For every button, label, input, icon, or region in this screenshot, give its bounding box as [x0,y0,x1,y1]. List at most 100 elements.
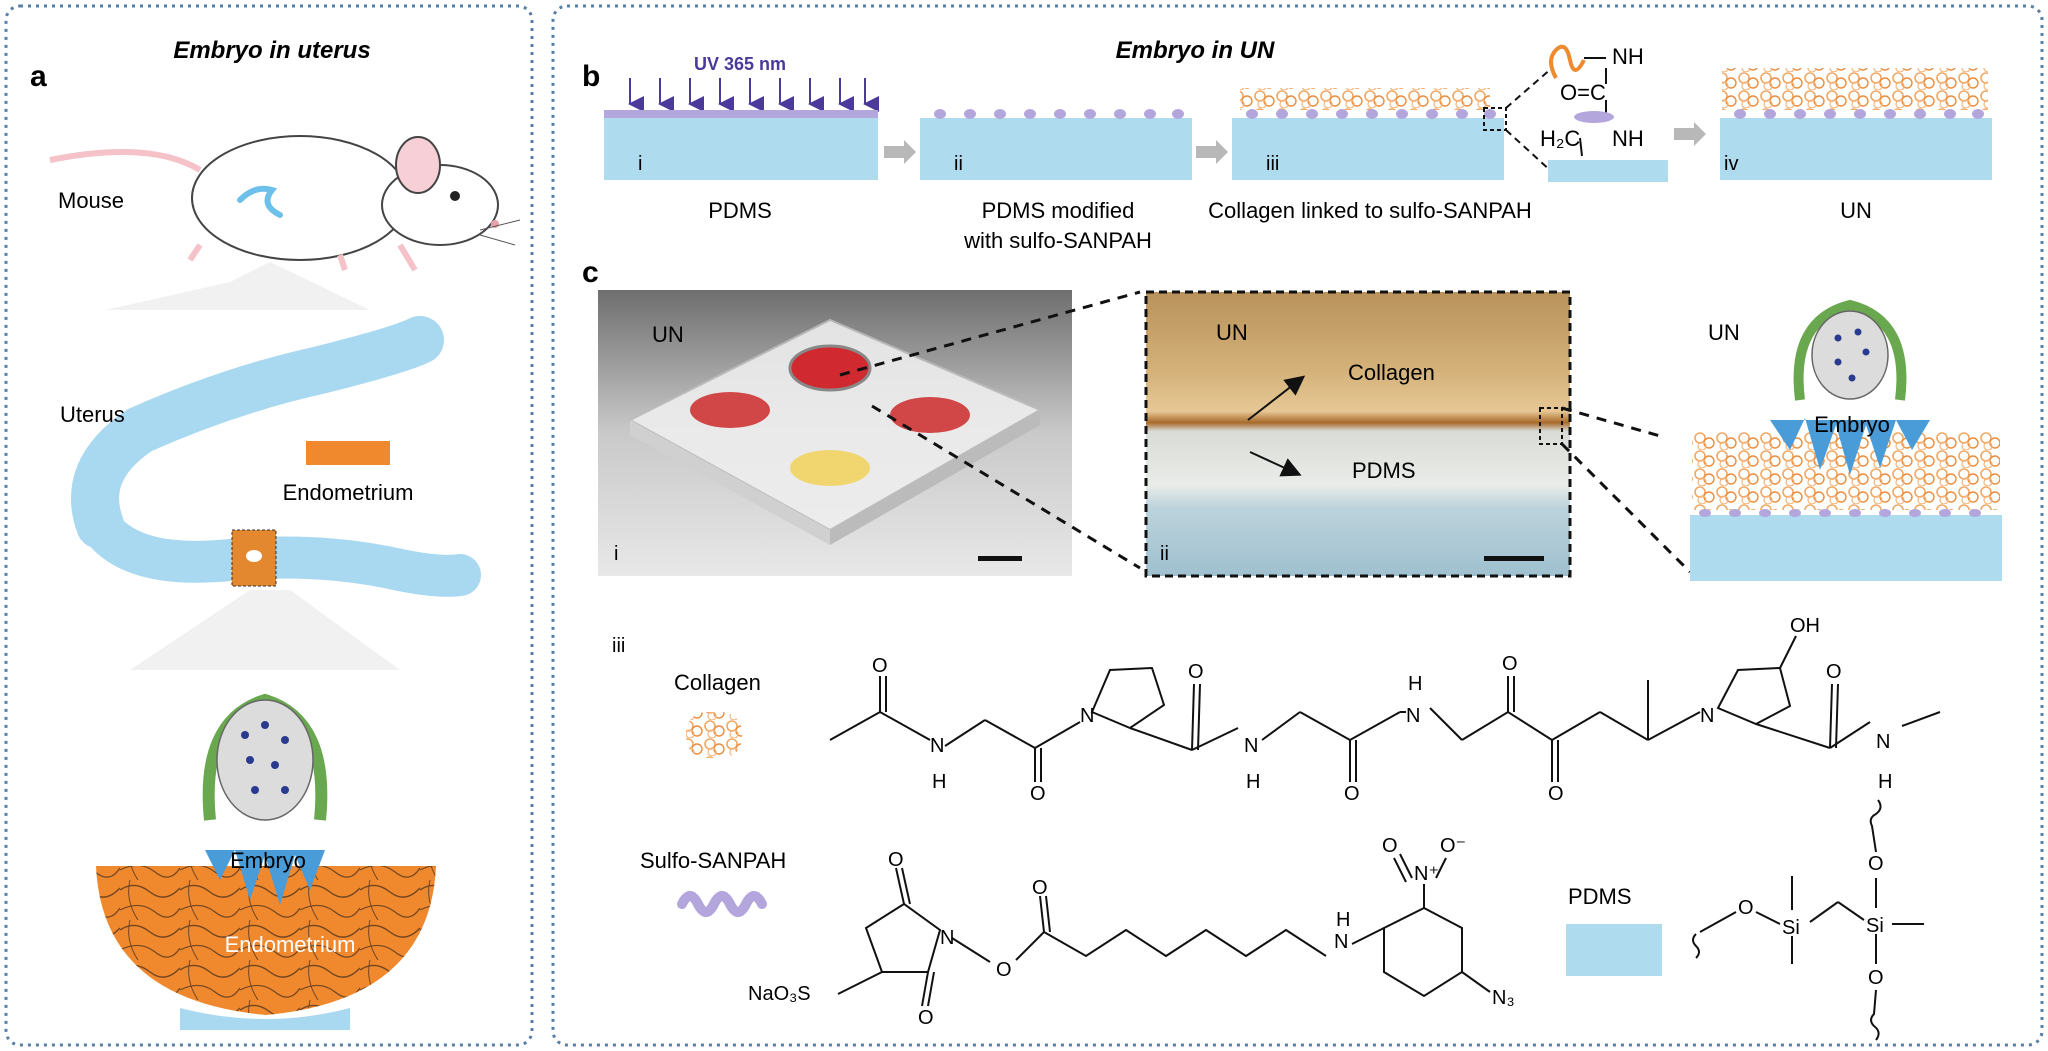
embryo-label: Embryo [230,848,306,873]
atom-o: O [1868,967,1884,989]
atom-n: N [1080,705,1094,727]
embryo-illustration [96,693,436,1030]
atom-h: H [1246,771,1260,793]
sub-iii-numeral: iii [612,635,625,657]
panel-b-letter: b [582,60,600,93]
panel-c-letter: c [582,256,599,289]
atom-o: O [918,1007,934,1029]
atom-si: Si [1782,917,1800,939]
step-iv-numeral: iv [1724,153,1738,175]
collagen-icon [686,712,742,758]
atom-h: H [932,771,946,793]
mouse-spotlight [105,262,370,310]
step-ii-numeral: ii [954,153,963,175]
pdms-atoms: O Si O Si O [1738,853,1884,989]
micro-un-label: UN [1216,320,1248,345]
endometrium-label: Endometrium [225,932,356,957]
atom-h: H [1878,771,1892,793]
uterus-illustration [71,316,481,597]
zoom-line-right-bottom [1560,442,1692,574]
panel-a-frame [4,4,534,1047]
step-ii-diagram [920,109,1192,180]
step-iii-caption: Collagen linked to sulfo-SANPAH [1208,198,1532,223]
photo-numeral: i [614,543,618,565]
zoom-line-bottom [871,404,1141,570]
chem-nh-top: NH [1612,44,1644,69]
mouse-illustration [49,135,521,272]
legend-pdms-label: PDMS [1568,884,1632,909]
atom-n: N [1876,731,1890,753]
atom-nplus: N⁺ [1414,863,1439,885]
atom-o: O [1502,653,1518,675]
atom-o: O [1826,661,1842,683]
legend-sanpah-label: Sulfo-SANPAH [640,848,786,873]
uterus-spotlight [130,590,400,670]
step-i-numeral: i [638,153,642,175]
collagen-atoms: O N H O N O N H O N H O O N OH O N H [872,615,1892,805]
schematic-embryo-on-un [1690,299,2002,581]
panel-b-title: Embryo in UN [1116,37,1275,64]
endometrium-swatch [306,441,390,465]
panel-a-letter: a [30,60,47,93]
atom-h: H [1336,909,1350,931]
micro-numeral: ii [1160,543,1169,565]
pdms-block-icon [1566,924,1662,976]
collagen-structure [829,635,1941,782]
atom-o: O [1868,853,1884,875]
atom-o: O [1344,783,1360,805]
schematic-un-label: UN [1708,320,1740,345]
atom-o: O [1188,661,1204,683]
arrow-i-ii [884,140,916,164]
atom-o: O [1738,897,1754,919]
chem-h2c: H₂C [1540,126,1580,151]
sanpah-atoms: O N O O O NaO₃S H N N⁺ O O⁻ N₃ [748,835,1515,1029]
atom-oh: OH [1790,615,1820,637]
atom-n: N [1244,735,1258,757]
zoom-line-right-top [1561,406,1661,438]
micrograph [1144,290,1572,578]
atom-naso3: NaO₃S [748,983,811,1005]
atom-o: O [996,959,1012,981]
uterus-label: Uterus [60,402,125,427]
atom-ominus: O⁻ [1440,835,1466,857]
micro-pdms-label: PDMS [1352,458,1416,483]
step-ii-caption-1: PDMS modified [982,198,1135,223]
uv-label: UV 365 nm [694,54,786,74]
atom-n: N [940,927,954,949]
step-ii-caption-2: with sulfo-SANPAH [963,228,1152,253]
panel-a-title: Embryo in uterus [173,37,370,64]
atom-n: N [930,735,944,757]
zoom-line-top [839,290,1141,377]
crosslink-zoom [1548,44,1668,182]
atom-n: N [1406,705,1420,727]
pdms-structure [1692,799,1924,1041]
device-photo [598,290,1072,576]
atom-h: H [1408,673,1422,695]
atom-o: O [1548,783,1564,805]
step-iv-caption: UN [1840,198,1872,223]
atom-o: O [1032,877,1048,899]
step-iii-diagram [1232,67,1553,180]
atom-n: N [1700,705,1714,727]
atom-o: O [872,655,888,677]
atom-n3: N₃ [1492,987,1515,1009]
atom-o: O [888,849,904,871]
arrow-ii-iii [1196,140,1228,164]
sulfo-sanpah-structure [837,853,1491,1007]
atom-n: N [1334,931,1348,953]
micro-collagen-label: Collagen [1348,360,1435,385]
panel-bc-frame [551,4,2044,1047]
sulfo-sanpah-icon [677,891,767,917]
endometrium-legend: Endometrium [283,480,414,505]
atom-si: Si [1866,915,1884,937]
legend-collagen-label: Collagen [674,670,761,695]
step-iv-diagram [1720,68,1992,180]
step-i-diagram [604,78,879,180]
step-iii-numeral: iii [1266,153,1279,175]
mouse-label: Mouse [58,188,124,213]
chem-nh-bottom: NH [1612,126,1644,151]
atom-o: O [1382,835,1398,857]
chem-oc: O=C [1560,80,1606,105]
arrow-iii-iv [1674,122,1706,146]
